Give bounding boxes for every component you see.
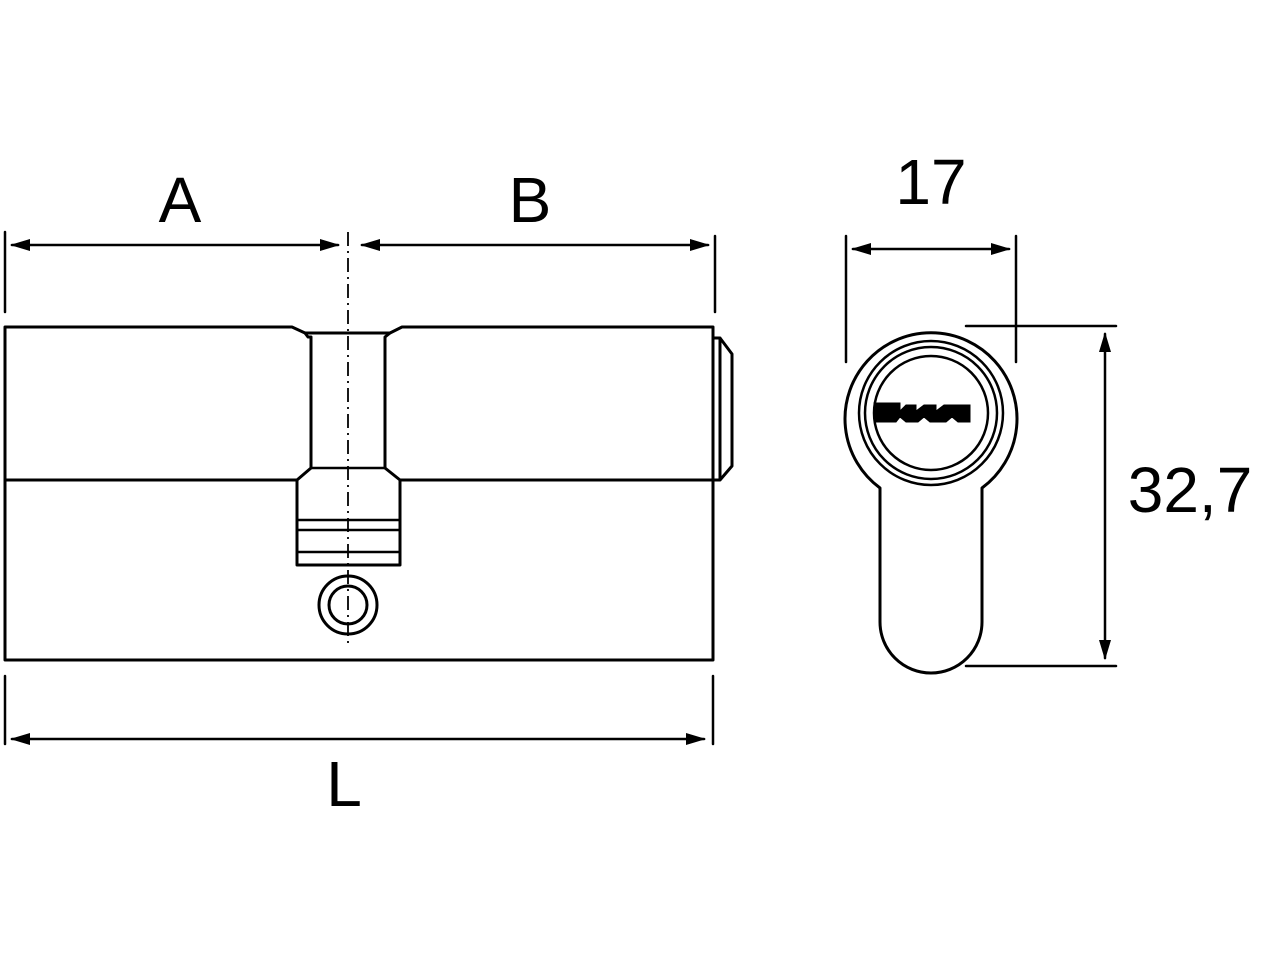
label-height: 32,7 [1128,454,1253,526]
plug-ring-middle [863,345,999,481]
cylinder-outline [3,325,715,662]
cam-slot-inner-lines [295,466,402,554]
plug-ring-outer [857,339,1005,487]
cylinder-side-view [3,232,734,662]
arrow-left-icon [360,239,380,251]
arrow-up-icon [1099,332,1111,352]
cam-side-lines [309,335,387,470]
arrow-right-icon [991,243,1011,255]
arrow-left-icon [10,733,30,745]
arrow-right-icon [320,239,340,251]
label-l: L [326,748,362,820]
label-width: 17 [895,146,966,218]
arrow-down-icon [1099,640,1111,660]
dimension-b: B [360,164,717,314]
arrow-left-icon [10,239,30,251]
dimension-height: 32,7 [964,324,1253,668]
arrow-left-icon [851,243,871,255]
cylinder-front-view [843,331,1019,675]
arrow-right-icon [690,239,710,251]
dimension-width: 17 [844,146,1018,364]
profile-outline [843,331,1019,675]
label-b: B [509,164,552,236]
label-a: A [159,164,202,236]
dimension-l: L [3,674,715,820]
end-cap [711,336,734,482]
keyway-shape [873,402,971,423]
arrow-right-icon [686,733,706,745]
dimension-a: A [3,164,340,314]
